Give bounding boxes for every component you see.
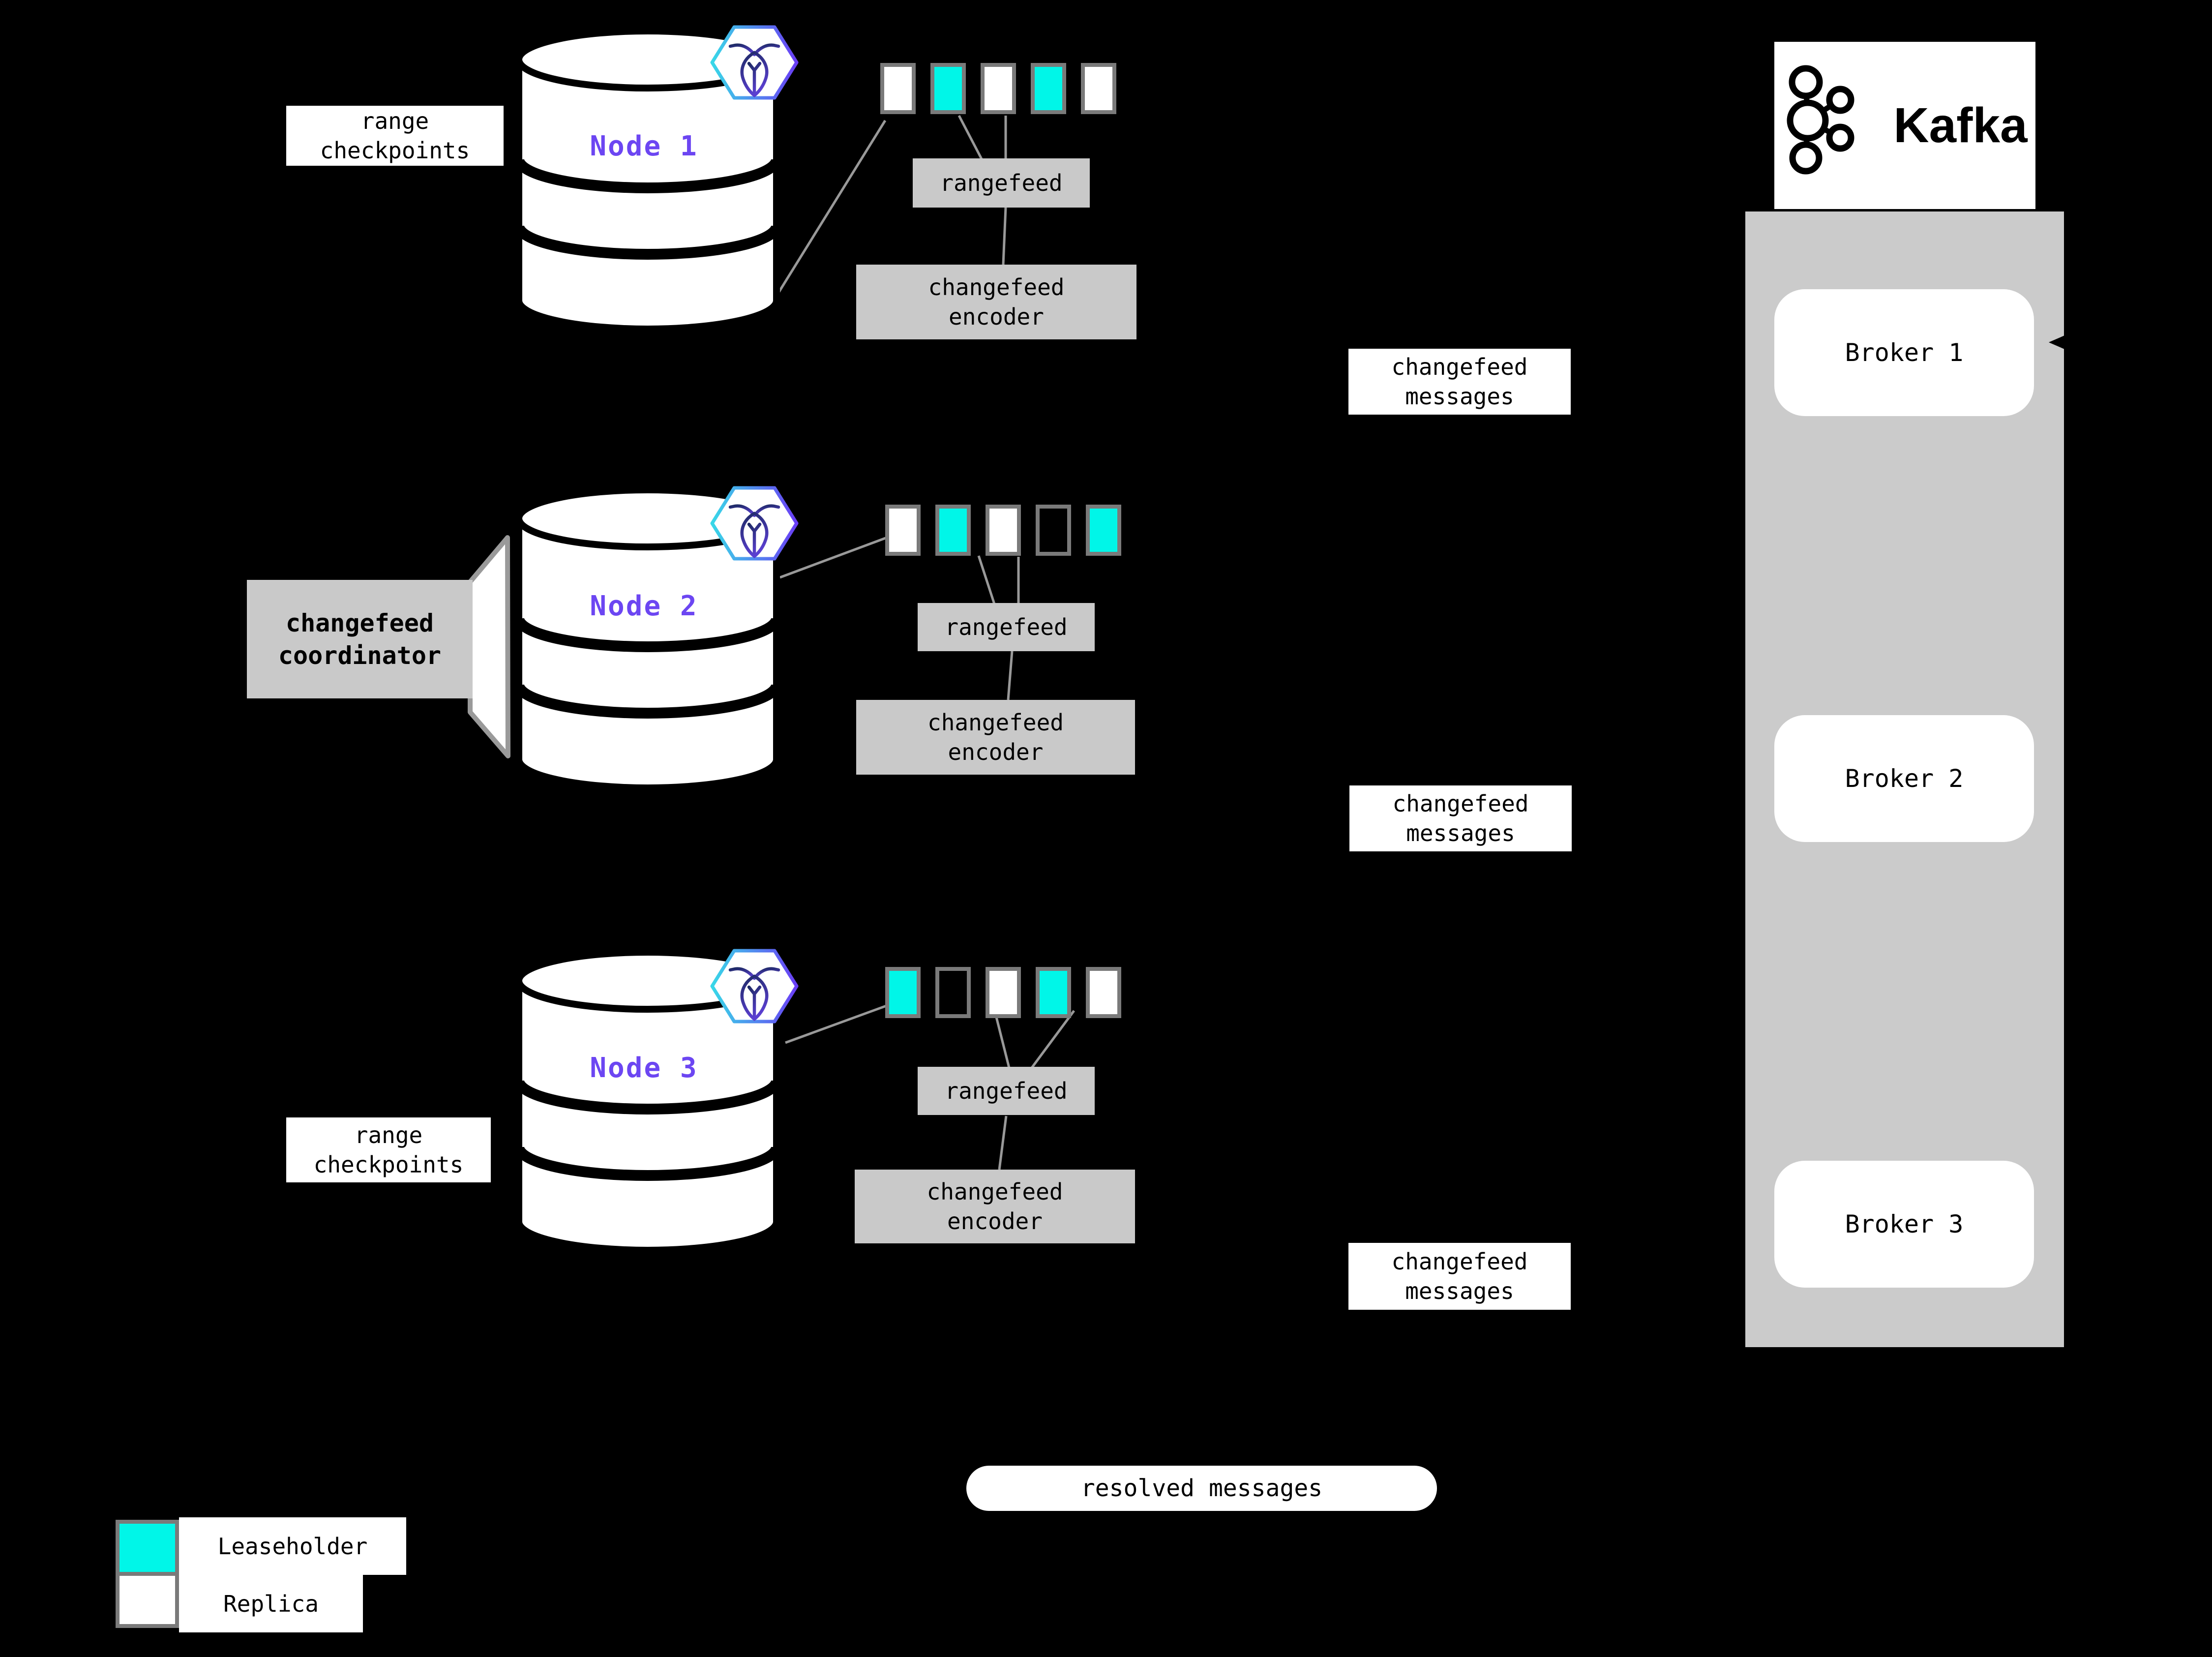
range-replica bbox=[1081, 63, 1116, 114]
legend-replica-label: Replica bbox=[179, 1575, 363, 1632]
legend-leaseholder-swatch bbox=[116, 1520, 179, 1576]
connector-lines bbox=[776, 115, 1076, 1170]
node3-changefeed-encoder-box: changefeed encoder bbox=[855, 1170, 1135, 1243]
changefeed-messages-label-2: changefeed messages bbox=[1349, 785, 1572, 851]
legend-replica-swatch bbox=[116, 1572, 179, 1628]
legend-leaseholder-label: Leaseholder bbox=[179, 1517, 406, 1575]
resolved-messages-pill: resolved messages bbox=[966, 1466, 1437, 1511]
range-leaseholder bbox=[930, 63, 966, 114]
broker-2: Broker 2 bbox=[1774, 715, 2034, 842]
broker1-arrowhead-icon bbox=[2049, 332, 2071, 352]
kafka-wordmark: Kafka bbox=[1893, 97, 2028, 153]
range-leaseholder bbox=[1086, 505, 1121, 556]
node1-rangefeed-box: rangefeed bbox=[913, 158, 1090, 208]
range-replica bbox=[981, 63, 1016, 114]
range-replica bbox=[986, 505, 1021, 556]
range-replica bbox=[885, 505, 921, 556]
kafka-logo-box: Kafka bbox=[1774, 42, 2035, 209]
range-leaseholder bbox=[1036, 967, 1071, 1018]
node2-range-row bbox=[885, 505, 1121, 556]
broker-3: Broker 3 bbox=[1774, 1161, 2034, 1288]
changefeed-messages-label-3: changefeed messages bbox=[1348, 1243, 1571, 1310]
node2-rangefeed-box: rangefeed bbox=[918, 603, 1095, 651]
node1-label: Node 1 bbox=[590, 130, 698, 162]
range-leaseholder bbox=[935, 505, 971, 556]
node2-label: Node 2 bbox=[590, 590, 698, 622]
broker-1: Broker 1 bbox=[1774, 289, 2034, 416]
range-replica bbox=[1086, 967, 1121, 1018]
node1-range-row bbox=[880, 63, 1116, 114]
range-empty bbox=[935, 967, 971, 1018]
range-replica bbox=[986, 967, 1021, 1018]
range-checkpoints-label-bottom: range checkpoints bbox=[286, 1117, 491, 1182]
range-replica bbox=[880, 63, 916, 114]
changefeed-messages-label-1: changefeed messages bbox=[1348, 349, 1571, 415]
range-leaseholder bbox=[885, 967, 921, 1018]
node1-changefeed-encoder-box: changefeed encoder bbox=[856, 265, 1136, 339]
kafka-icon bbox=[1787, 65, 1854, 175]
coordinator-flag bbox=[468, 535, 510, 758]
node2-changefeed-encoder-box: changefeed encoder bbox=[856, 700, 1135, 775]
node3-rangefeed-box: rangefeed bbox=[918, 1067, 1095, 1115]
range-leaseholder bbox=[1031, 63, 1066, 114]
range-empty bbox=[1036, 505, 1071, 556]
node3-label: Node 3 bbox=[590, 1052, 698, 1084]
node3-range-row bbox=[885, 967, 1121, 1018]
range-checkpoints-label-top: range checkpoints bbox=[286, 106, 504, 166]
changefeed-coordinator-box: changefeed coordinator bbox=[247, 580, 473, 698]
